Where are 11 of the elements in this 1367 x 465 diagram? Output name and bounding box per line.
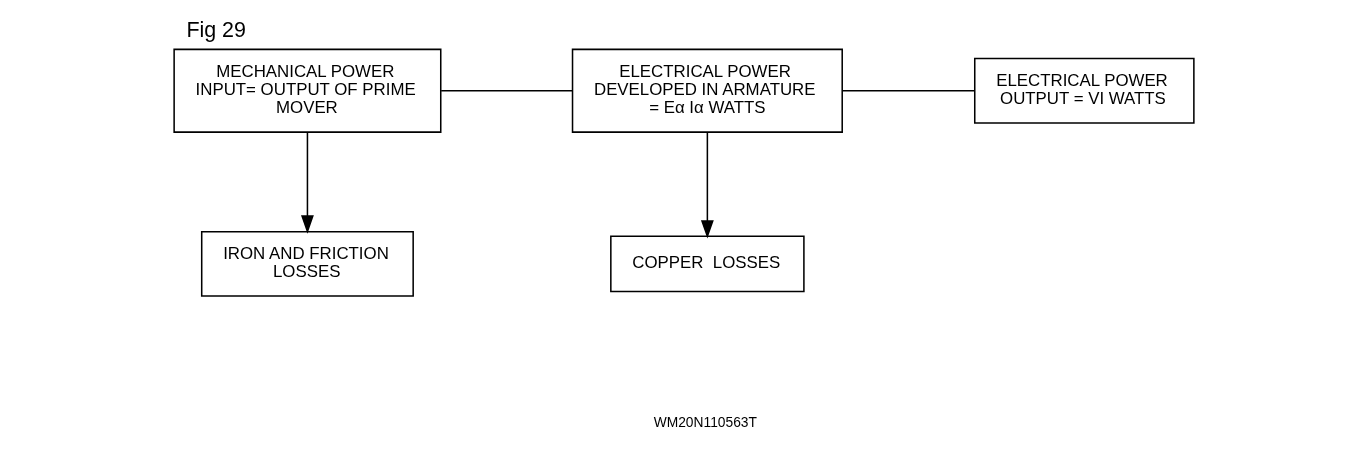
connector xyxy=(439,90,573,92)
node-box: ELECTRICAL POWER OUTPUT = VI WATTS xyxy=(973,57,1195,124)
node-box: MECHANICAL POWER INPUT= OUTPUT OF PRIME MOVER xyxy=(172,48,441,133)
diagram-title: Fig 29 xyxy=(185,18,246,43)
node-box: IRON AND FRICTION LOSSES xyxy=(200,230,414,297)
node-box: COPPER LOSSES xyxy=(609,235,805,293)
arrow xyxy=(300,131,314,234)
connector xyxy=(841,90,975,92)
label: WM20N110563T xyxy=(653,414,757,430)
arrow xyxy=(700,131,714,239)
node-box: ELECTRICAL POWER DEVELOPED IN ARMATURE = Eα Iα WATTS xyxy=(571,48,843,133)
